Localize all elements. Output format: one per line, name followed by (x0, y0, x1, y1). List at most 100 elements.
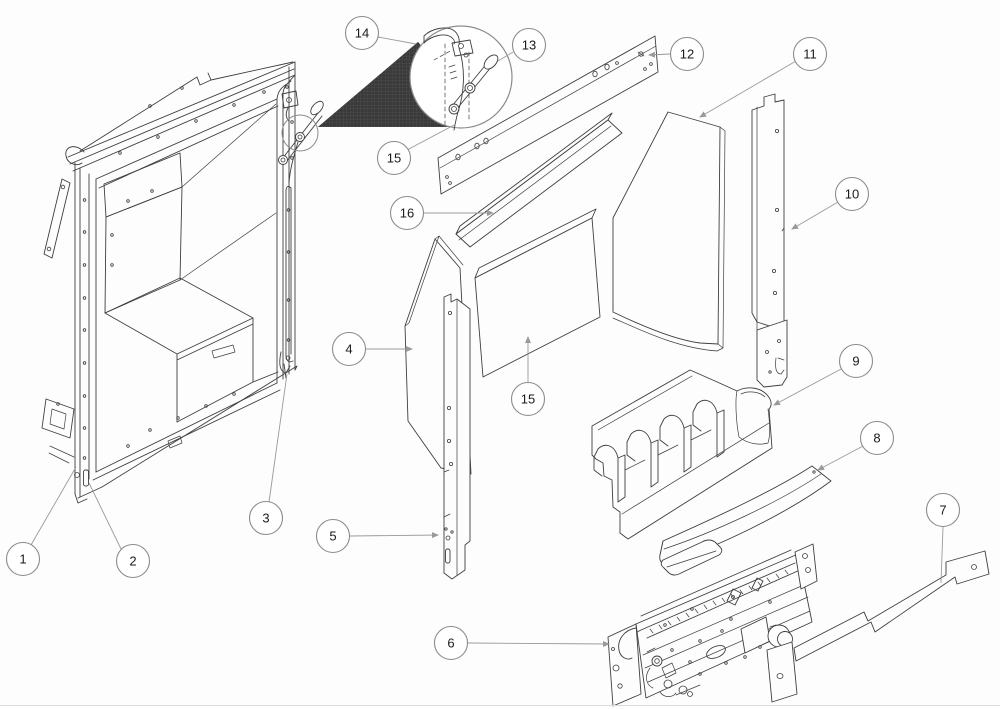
callout-6: 6 (433, 625, 469, 661)
damper-bolt (278, 155, 288, 165)
detail-handle-grip (483, 54, 499, 70)
callout-16: 16 (389, 195, 425, 231)
damper-cable (288, 141, 299, 184)
right-frame (276, 61, 296, 384)
callout-3: 3 (248, 500, 284, 536)
leader-15-top (406, 123, 457, 151)
cable-hook-screw (285, 355, 291, 361)
leader-13 (497, 51, 514, 62)
detail-circle (409, 25, 513, 131)
callout-6-label: 6 (447, 636, 454, 651)
top-left-tab (65, 146, 85, 166)
opening-top-edge (95, 98, 279, 189)
callout-5-label: 5 (329, 529, 336, 544)
callout-16-label: 16 (400, 206, 414, 221)
callout-2: 2 (115, 543, 151, 579)
callout-7: 7 (925, 492, 961, 528)
detail-pivot (464, 82, 476, 94)
callout-8: 8 (859, 420, 895, 456)
callout-4-label: 4 (345, 342, 352, 357)
leader-9 (773, 368, 842, 406)
leader-8 (817, 445, 864, 471)
detail-adjust-ticks (448, 64, 458, 80)
leader-12 (648, 51, 671, 58)
callout-12: 12 (669, 36, 705, 72)
callout-8-label: 8 (873, 431, 880, 446)
right-bracket (794, 543, 818, 590)
callout-11: 11 (792, 36, 828, 72)
detail-elbow-tube (423, 27, 460, 45)
leader-10 (791, 201, 839, 230)
callout-9: 9 (838, 343, 874, 379)
rating-label (211, 344, 236, 359)
callout-15-top: 15 (376, 140, 412, 176)
callout-3-label: 3 (262, 511, 269, 526)
smoke-shelf (104, 277, 279, 423)
part-6-burner-assembly (607, 539, 818, 707)
leader-1 (30, 466, 77, 546)
damper-bracket-screw (286, 97, 292, 103)
fin-2 (626, 429, 659, 488)
leader-5 (349, 532, 439, 539)
burner-cover-slab (660, 539, 723, 576)
bottom-left-plate (41, 398, 75, 439)
burner-ports (649, 569, 789, 634)
floor-clip (167, 435, 183, 449)
damper-bracket (281, 90, 299, 122)
callout-13: 13 (511, 27, 547, 63)
leader-7 (940, 526, 944, 584)
foot-slot (83, 469, 89, 487)
part-15-rear-panel (474, 208, 601, 378)
left-flange-strip (43, 178, 71, 259)
callout-9-label: 9 (852, 354, 859, 369)
fin-3 (659, 414, 692, 473)
callout-14: 14 (344, 15, 380, 51)
damper-pivot (295, 132, 305, 142)
damper-control (278, 90, 324, 184)
interior-baffle (103, 152, 183, 218)
fin-4 (692, 399, 725, 458)
callout-15-mid: 15 (510, 381, 546, 417)
detail-circle-outline (409, 25, 513, 129)
bottom-pan (74, 365, 298, 504)
cable-channel (285, 185, 294, 363)
part-5-bracket-strip (443, 293, 471, 580)
roof-edge (79, 61, 294, 152)
assembly-screws (663, 600, 772, 676)
callout-15-mid-label: 15 (521, 392, 535, 407)
leader-3 (268, 373, 288, 503)
leader-2 (88, 482, 123, 552)
pilot-assembly (646, 647, 701, 697)
left-frame (74, 162, 97, 498)
leader-11 (699, 60, 797, 118)
cable-hook (279, 351, 291, 379)
callout-13-label: 13 (522, 38, 536, 53)
callout-7-label: 7 (939, 503, 946, 518)
part-12-top-strip (437, 35, 659, 195)
part-9-ember-bed (591, 369, 773, 540)
callout-4: 4 (331, 331, 367, 367)
bottom-left-bracket (48, 445, 75, 464)
opening-bottom-edge (92, 382, 281, 481)
chassis (635, 553, 813, 699)
supply-pipe (618, 627, 637, 660)
screw-holes (46, 85, 294, 460)
detail-source-ring (281, 114, 319, 152)
detail-bracket (451, 39, 474, 57)
callout-1: 1 (5, 541, 41, 577)
damper-loop (706, 645, 726, 659)
callout-10: 10 (834, 176, 870, 212)
support-tabs (726, 577, 764, 606)
callout-12-label: 12 (680, 47, 694, 62)
left-bracket (607, 623, 642, 707)
interior-right-wall (179, 103, 277, 281)
callout-5: 5 (315, 518, 351, 554)
part-11-side-panel (612, 111, 726, 352)
bottom-left-plate-hole (49, 408, 67, 430)
callout-14-label: 14 (355, 26, 369, 41)
callout-10-label: 10 (845, 187, 859, 202)
callout-15-top-label: 15 (387, 151, 401, 166)
part-7-support-bracket (766, 550, 990, 703)
